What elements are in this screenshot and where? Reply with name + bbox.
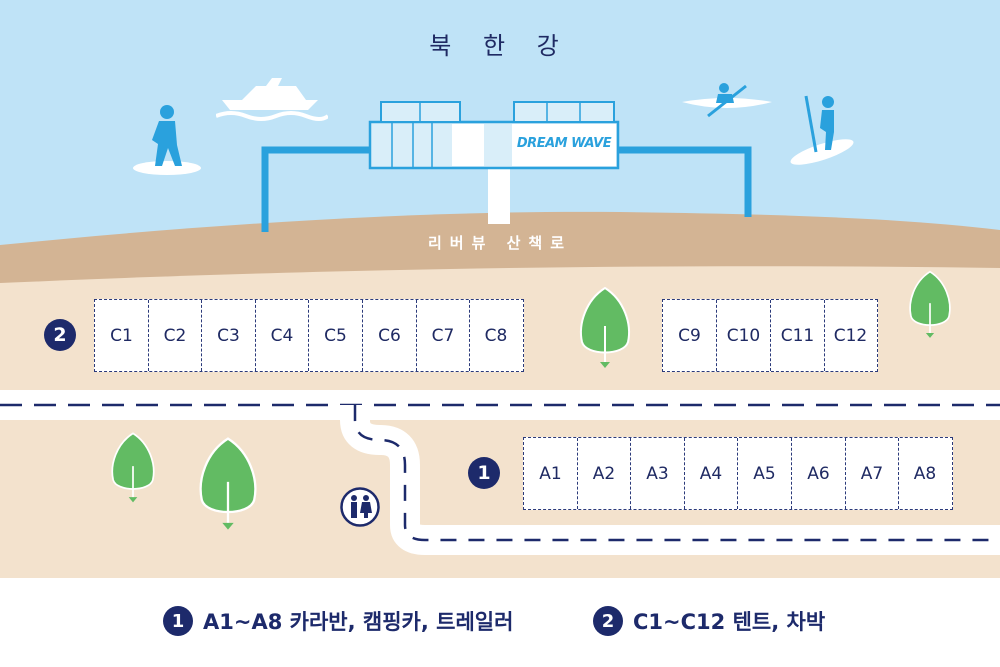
lot-a3[interactable]: A3 bbox=[631, 438, 685, 509]
zone2-marker: 2 bbox=[44, 319, 76, 351]
zone2-lot-row-b: C9 C10 C11 C12 bbox=[662, 299, 878, 372]
lot-c4[interactable]: C4 bbox=[256, 300, 309, 371]
lot-c12[interactable]: C12 bbox=[833, 325, 868, 346]
lot-a1[interactable]: A1 bbox=[524, 438, 578, 509]
zone1-lot-row: A1 A2 A3 A4 A5 A6 A7 A8 bbox=[523, 437, 953, 510]
lot-c5[interactable]: C5 bbox=[309, 300, 363, 371]
tree-icon bbox=[199, 437, 257, 530]
tree-icon bbox=[580, 286, 630, 368]
lot-a8[interactable]: A8 bbox=[913, 463, 937, 484]
legend-marker-1: 1 bbox=[163, 606, 193, 636]
lot-c9[interactable]: C9 bbox=[663, 300, 717, 371]
kayak-icon bbox=[682, 83, 772, 118]
lot-a4[interactable]: A4 bbox=[685, 438, 738, 509]
lot-c2[interactable]: C2 bbox=[149, 300, 202, 371]
tree-icon bbox=[909, 270, 951, 338]
zone1-marker: 1 bbox=[468, 457, 500, 489]
walkway-label: 리버뷰 산책로 bbox=[427, 234, 573, 252]
lot-c8[interactable]: C8 bbox=[484, 325, 508, 346]
lot-a5[interactable]: A5 bbox=[738, 438, 792, 509]
paddleboard-icon bbox=[790, 95, 854, 165]
tree-icon bbox=[111, 432, 155, 503]
map-legend: 1 A1~A8 카라반, 캠핑카, 트레일러 2 C1~C12 텐트, 차박 bbox=[0, 600, 1000, 646]
lot-a6[interactable]: A6 bbox=[792, 438, 846, 509]
lot-c11[interactable]: C11 bbox=[771, 300, 825, 371]
zone2-lot-row-a: C1 C2 C3 C4 C5 C6 C7 C8 bbox=[94, 299, 524, 372]
legend-item-zone1: 1 A1~A8 카라반, 캠핑카, 트레일러 bbox=[163, 606, 513, 636]
restroom-icon bbox=[340, 487, 380, 527]
yacht-icon bbox=[216, 78, 328, 121]
lot-c3[interactable]: C3 bbox=[202, 300, 256, 371]
lot-c10[interactable]: C10 bbox=[717, 300, 771, 371]
legend-item-zone2: 2 C1~C12 텐트, 차박 bbox=[593, 606, 825, 636]
legend-text-zone2: C1~C12 텐트, 차박 bbox=[633, 610, 826, 634]
river-label: 북 한 강 bbox=[429, 32, 571, 60]
lot-a2[interactable]: A2 bbox=[578, 438, 631, 509]
lot-a7[interactable]: A7 bbox=[846, 438, 899, 509]
lot-c6[interactable]: C6 bbox=[363, 300, 417, 371]
building-sign: DREAM WAVE bbox=[516, 136, 612, 151]
surfer-icon bbox=[133, 105, 201, 175]
legend-text-zone1: A1~A8 카라반, 캠핑카, 트레일러 bbox=[203, 610, 514, 634]
lot-c1[interactable]: C1 bbox=[95, 300, 149, 371]
lot-c7[interactable]: C7 bbox=[417, 300, 470, 371]
legend-marker-2: 2 bbox=[593, 606, 623, 636]
